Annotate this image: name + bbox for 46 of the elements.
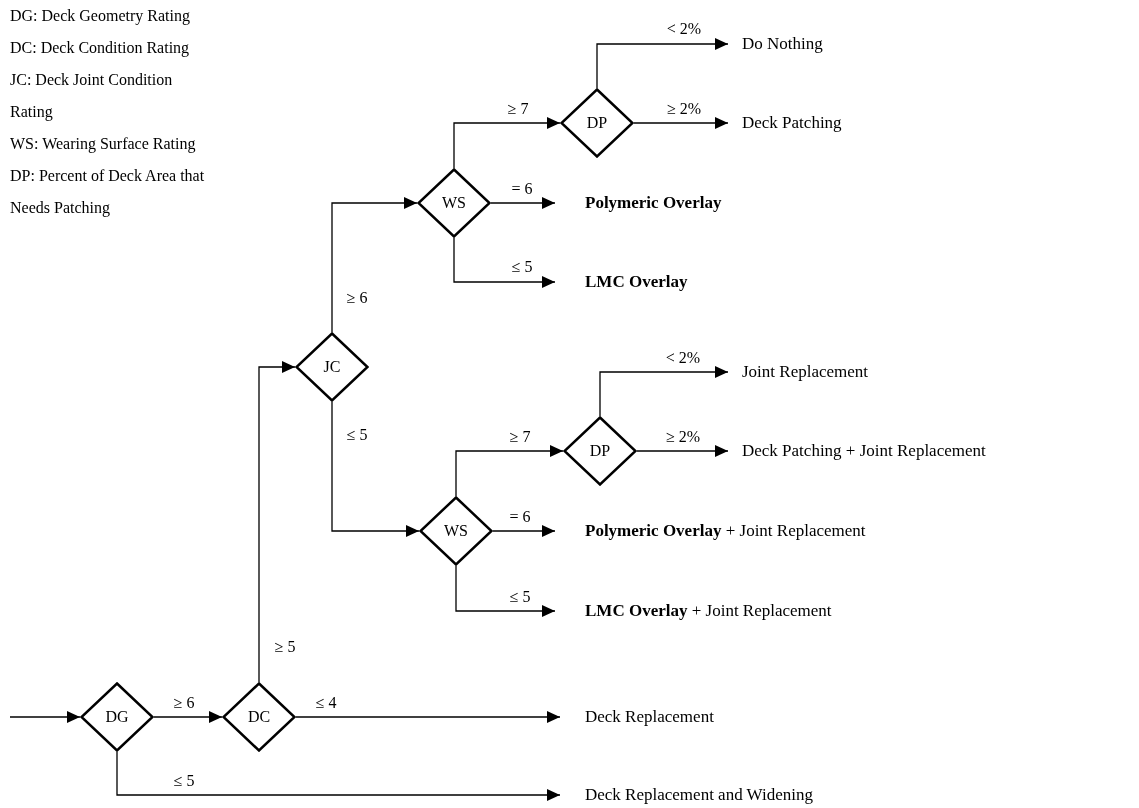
decision-diamond [563,416,637,486]
decision-diamond [419,496,493,566]
outcome-text: Deck Patching + Joint Replacement [728,440,986,462]
arrow [331,401,420,537]
arrow [492,525,556,537]
arrow [490,197,556,209]
arrow [153,711,223,723]
outcome-text: Deck Patching [728,112,842,134]
decision-label: DG [105,707,129,727]
outcome-text: Deck Replacement [560,706,714,728]
arrow [455,565,556,617]
arrow [636,445,729,457]
decision-diamond [295,332,369,402]
abbreviation-note: JC: Deck Joint Condition Rating [10,70,174,123]
decision-label: JC [323,357,341,377]
outcome-text: Polymeric Overlay [555,192,722,214]
outcome-text: Polymeric Overlay + Joint Replacement [555,520,866,542]
arrow [453,117,561,169]
decision-label: WS [444,521,468,541]
decision-diamond [560,88,634,158]
decision-label: WS [442,193,466,213]
arrow [633,117,729,129]
outcome-text: Do Nothing [728,33,823,55]
arrow [116,751,561,801]
abbreviation-note: DP: Percent of Deck Area that Needs Patching [10,166,206,219]
decision-diamond [80,682,154,752]
outcome-text: LMC Overlay + Joint Replacement [555,600,832,622]
arrow [596,38,729,89]
arrow [258,361,296,683]
arrow [331,197,418,333]
outcome-text: LMC Overlay [555,271,688,293]
decision-label: DC [247,707,271,727]
decision-label: DP [586,113,608,133]
arrow [455,445,564,497]
decision-label: DP [589,441,611,461]
arrow [453,237,556,288]
arrow [9,711,81,723]
decision-diamond [417,168,491,238]
decision-diamond [222,682,296,752]
arrow [599,366,729,417]
arrow [295,711,561,723]
outcome-text: Deck Replacement and Widening [560,784,813,806]
outcome-text: Joint Replacement [728,361,869,383]
abbreviation-note: DC: Deck Condition Rating [10,38,191,59]
abbreviation-note: WS: Wearing Surface Rating [10,134,197,155]
abbreviation-note: DG: Deck Geometry Rating [10,6,191,27]
